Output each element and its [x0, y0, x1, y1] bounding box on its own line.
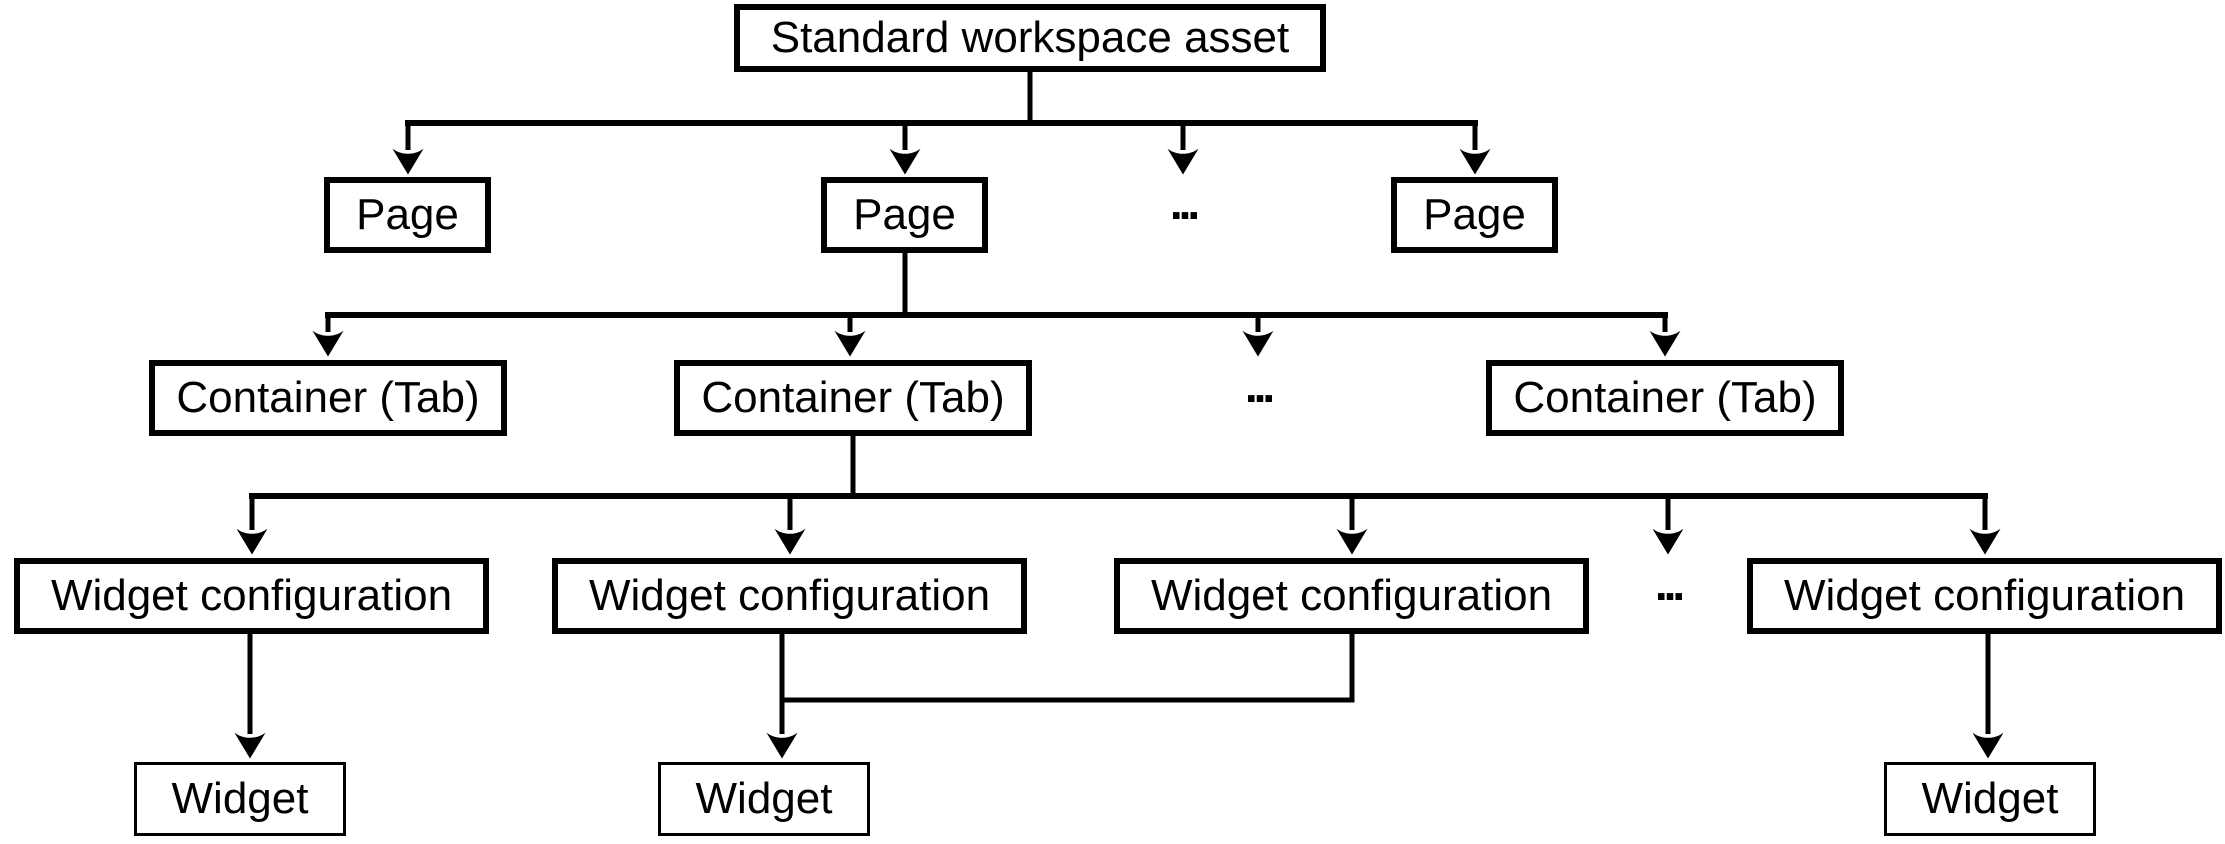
- node-widget-configuration-3-label: Widget configuration: [1150, 571, 1553, 620]
- node-page-1-label: Page: [356, 190, 459, 239]
- node-standard-workspace-asset: Standard workspace asset: [734, 4, 1326, 72]
- node-widget-1: Widget: [134, 762, 346, 836]
- node-widget-3: Widget: [1884, 762, 2096, 836]
- node-page-3-label: Page: [1423, 190, 1526, 239]
- node-standard-workspace-asset-label: Standard workspace asset: [770, 13, 1290, 62]
- node-widget-configuration-4: Widget configuration: [1747, 558, 2222, 634]
- node-widget-configuration-1: Widget configuration: [14, 558, 489, 634]
- node-widget-configuration-2-label: Widget configuration: [588, 571, 991, 620]
- node-widget-configuration-1-label: Widget configuration: [50, 571, 453, 620]
- node-page-2-label: Page: [853, 190, 956, 239]
- node-widget-configuration-3: Widget configuration: [1114, 558, 1589, 634]
- node-container-tab-1-label: Container (Tab): [176, 373, 480, 422]
- node-widget-2: Widget: [658, 762, 870, 836]
- node-container-tab-3: Container (Tab): [1486, 360, 1844, 436]
- node-widget-3-label: Widget: [1921, 774, 2059, 823]
- node-page-1: Page: [324, 177, 491, 253]
- node-widget-configuration-4-label: Widget configuration: [1783, 571, 2186, 620]
- node-page-2: Page: [821, 177, 988, 253]
- widget-configs-ellipsis: ...: [1655, 558, 1683, 610]
- pages-ellipsis: ...: [1170, 177, 1198, 229]
- node-widget-configuration-2: Widget configuration: [552, 558, 1027, 634]
- node-widget-1-label: Widget: [171, 774, 309, 823]
- node-widget-2-label: Widget: [695, 774, 833, 823]
- node-container-tab-3-label: Container (Tab): [1513, 373, 1817, 422]
- node-page-3: Page: [1391, 177, 1558, 253]
- node-container-tab-2-label: Container (Tab): [701, 373, 1005, 422]
- node-container-tab-2: Container (Tab): [674, 360, 1032, 436]
- edge-config-3-elbow-to-widget-2: [784, 634, 1355, 703]
- containers-ellipsis: ...: [1245, 360, 1273, 412]
- node-container-tab-1: Container (Tab): [149, 360, 507, 436]
